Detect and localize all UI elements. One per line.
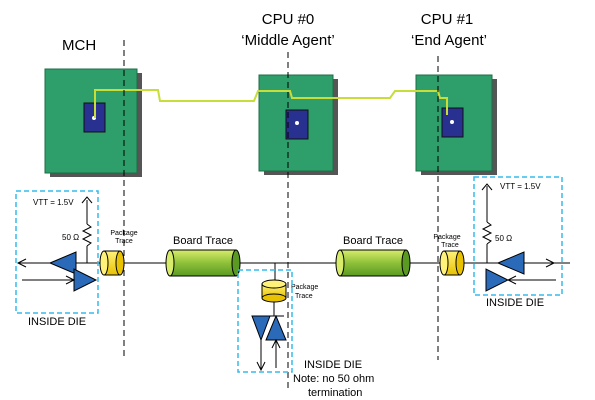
right-receiver-triangle xyxy=(496,251,525,275)
middle-inside-die-box xyxy=(237,269,293,373)
middle-package-trace-bottom xyxy=(261,293,287,303)
middle-package-trace-label1: Package xyxy=(291,284,318,291)
right-input-arrow xyxy=(506,275,517,285)
right-vtt-arrow xyxy=(481,183,493,191)
cpu1-title: CPU #1 xyxy=(421,11,474,28)
mch-package xyxy=(44,68,138,174)
right-board-trace xyxy=(339,249,407,277)
mch-label: MCH xyxy=(62,37,96,54)
left-resistor-label: 50 Ω xyxy=(62,233,79,242)
left-package-trace-end xyxy=(99,250,109,276)
middle-receiver-triangle xyxy=(251,315,271,342)
right-package-trace-cap xyxy=(455,250,465,276)
left-inside-die-box xyxy=(15,190,99,314)
left-package-trace-label1: Package xyxy=(110,230,137,237)
right-package-trace-end xyxy=(439,250,449,276)
right-inside-die-box xyxy=(473,176,563,296)
left-input-arrow xyxy=(65,275,76,285)
right-board-trace-label: Board Trace xyxy=(343,235,403,247)
note-line1: Note: no 50 ohm xyxy=(293,373,374,385)
middle-package-trace-label2: Trace xyxy=(295,293,313,300)
routing-trace xyxy=(94,89,448,118)
left-board-trace xyxy=(169,249,237,277)
cpu1-die-pad xyxy=(450,120,454,124)
middle-package-trace-top xyxy=(261,279,287,289)
left-receiver-triangle xyxy=(73,268,98,292)
left-vtt-arrow xyxy=(81,196,93,204)
right-package-trace-label2: Trace xyxy=(441,242,459,249)
cpu0-subtitle: ‘Middle Agent’ xyxy=(241,32,334,49)
cpu1-subtitle: ‘End Agent’ xyxy=(411,32,487,49)
left-board-trace-cap xyxy=(231,249,241,277)
left-driver-triangle xyxy=(48,251,77,275)
left-vtt-label: VTT = 1.5V xyxy=(33,198,74,207)
left-package-trace-label2: Trace xyxy=(115,238,133,245)
right-inside-die-label: INSIDE DIE xyxy=(486,297,544,309)
cpu0-title: CPU #0 xyxy=(262,11,315,28)
right-board-trace-cap xyxy=(401,249,411,277)
left-inside-die-label: INSIDE DIE xyxy=(28,316,86,328)
right-board-trace-end xyxy=(335,249,345,277)
note-line2: termination xyxy=(308,387,362,399)
left-board-trace-end xyxy=(165,249,175,277)
right-output-arrow xyxy=(545,258,556,268)
middle-output-arrow xyxy=(256,361,266,372)
right-vtt-label: VTT = 1.5V xyxy=(500,182,541,191)
cpu0-die-pad xyxy=(295,121,299,125)
left-output-arrow xyxy=(16,258,27,268)
left-board-trace-label: Board Trace xyxy=(173,235,233,247)
left-package-trace-cap xyxy=(115,250,125,276)
middle-input-arrow xyxy=(271,338,281,349)
middle-inside-die-label: INSIDE DIE xyxy=(304,359,362,371)
right-resistor xyxy=(481,221,493,245)
right-driver-triangle xyxy=(485,268,510,292)
left-resistor xyxy=(81,223,93,247)
right-resistor-label: 50 Ω xyxy=(495,234,512,243)
right-package-trace-label1: Package xyxy=(433,234,460,241)
